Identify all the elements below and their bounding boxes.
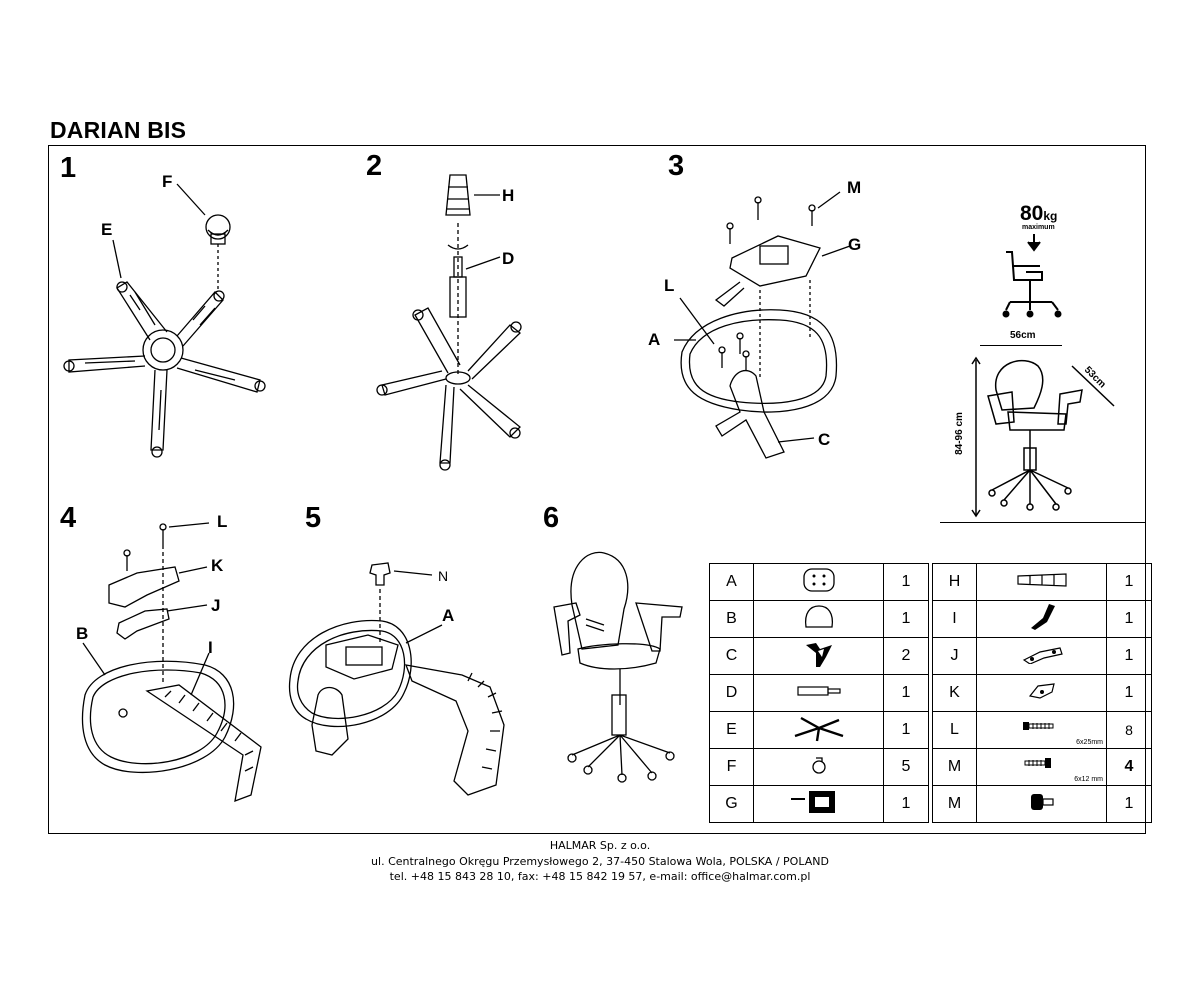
footer-contact: tel. +48 15 843 28 10, fax: +48 15 842 1… (389, 870, 811, 883)
part-letter: B (709, 600, 754, 638)
part-letter: G (709, 785, 754, 823)
step-3-illustration (674, 191, 851, 459)
part-letter: M (932, 748, 977, 786)
back-bar-icon (976, 600, 1107, 638)
step-2-illustration (376, 174, 522, 471)
step-5-illustration (288, 562, 505, 796)
callout-j: J (211, 596, 221, 615)
callout-d: D (502, 249, 515, 268)
callout-a: A (648, 330, 661, 349)
part-letter: D (709, 674, 754, 712)
part-quantity: 4 (1106, 748, 1152, 786)
table-row: B 1 I 1 (709, 600, 1152, 638)
step-4-illustration (81, 522, 262, 803)
callout-i: I (208, 638, 213, 657)
part-letter: C (709, 637, 754, 675)
step-6-number: 6 (543, 502, 560, 534)
callout-b: B (76, 624, 89, 643)
part-letter: A (709, 563, 754, 601)
table-row: A 1 H 1 (709, 563, 1152, 601)
step-3-number: 3 (668, 150, 685, 182)
callout-a-step5: A (442, 606, 455, 625)
part-quantity: 1 (883, 563, 929, 601)
part-letter: F (709, 748, 754, 786)
parts-list-table: A 1 H 1 B 1 I 1 C (709, 563, 1152, 823)
part-quantity: 1 (883, 785, 929, 823)
callout-n: N (438, 568, 449, 584)
width-dimension-line (980, 345, 1062, 346)
screw-size-note: 6x25mm (1076, 739, 1103, 746)
screw-short-icon: 6x12 mm (976, 748, 1107, 786)
table-row: F 5 M 6x12 mm 4 (709, 748, 1152, 786)
part-quantity: 1 (1106, 563, 1152, 601)
height-dimension: 84-96 cm (953, 412, 965, 455)
callout-l-step4: L (217, 512, 228, 531)
table-row: C 2 J 1 (709, 637, 1152, 675)
step-1-illustration (63, 183, 266, 458)
part-letter: E (709, 711, 754, 749)
step-1-number: 1 (60, 152, 77, 184)
bracket-icon (976, 637, 1107, 675)
part-quantity: 1 (883, 600, 929, 638)
seat-shell-icon (753, 563, 884, 601)
table-row: G 1 M 1 (709, 785, 1152, 823)
part-quantity: 1 (1106, 674, 1152, 712)
clip-icon (976, 674, 1107, 712)
step-5-number: 5 (305, 502, 322, 534)
part-quantity: 1 (1106, 637, 1152, 675)
caster-icon (753, 748, 884, 786)
callout-f: F (162, 172, 173, 191)
step-4-number: 4 (60, 502, 77, 534)
width-dimension: 56cm (1010, 330, 1036, 341)
part-quantity: 1 (1106, 600, 1152, 638)
part-quantity: 8 (1106, 711, 1152, 749)
part-letter: L (932, 711, 977, 749)
part-letter: M (932, 785, 977, 823)
part-quantity: 2 (883, 637, 929, 675)
chair-dimensions-icon (971, 356, 1115, 518)
callout-m: M (847, 178, 862, 197)
callout-c: C (818, 430, 831, 449)
product-title: DARIAN BIS (50, 117, 187, 143)
footer-company: HALMAR Sp. z o.o. (549, 839, 651, 852)
part-letter: H (932, 563, 977, 601)
part-quantity: 1 (883, 674, 929, 712)
screw-long-icon: 6x25mm (976, 711, 1107, 749)
cylinder-cover-icon (976, 563, 1107, 601)
part-quantity: 5 (883, 748, 929, 786)
specs-divider (940, 522, 1146, 523)
part-letter: K (932, 674, 977, 712)
armrest-icon (753, 637, 884, 675)
max-load-note: maximum (1022, 224, 1055, 231)
knob-icon (976, 785, 1107, 823)
callout-g: G (848, 235, 862, 254)
gas-lift-icon (753, 674, 884, 712)
screw-size-note: 6x12 mm (1074, 776, 1103, 783)
callout-k: K (211, 556, 224, 575)
part-quantity: 1 (883, 711, 929, 749)
backrest-icon (753, 600, 884, 638)
assembly-instructions-frame (48, 145, 1146, 834)
step-6-illustration (553, 551, 683, 783)
max-load-value: 80kg (1020, 202, 1058, 225)
step-2-number: 2 (366, 150, 383, 182)
part-letter: J (932, 637, 977, 675)
part-letter: I (932, 600, 977, 638)
callout-e: E (101, 220, 113, 239)
mechanism-icon (753, 785, 884, 823)
table-row: E 1 L 6x25mm 8 (709, 711, 1152, 749)
callout-h: H (502, 186, 515, 205)
part-quantity: 1 (1106, 785, 1152, 823)
star-base-icon (753, 711, 884, 749)
callout-l: L (664, 276, 675, 295)
table-row: D 1 K 1 (709, 674, 1152, 712)
load-chair-icon (1002, 234, 1062, 318)
footer-address: ul. Centralnego Okręgu Przemysłowego 2, … (371, 855, 829, 868)
